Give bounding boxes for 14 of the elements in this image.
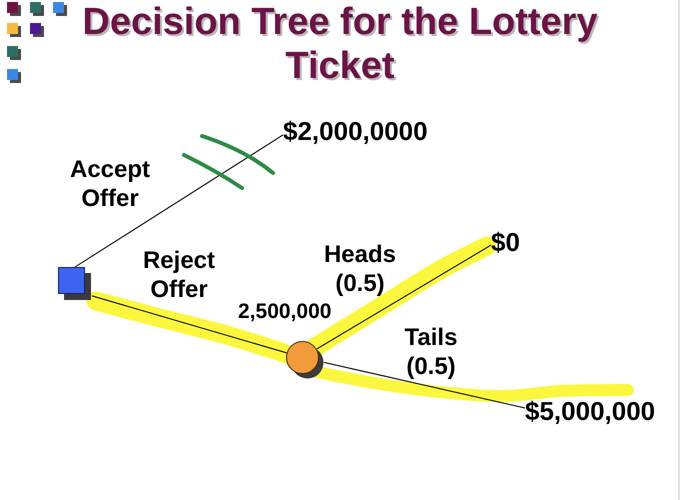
branch-label: Accept Offer <box>70 155 150 213</box>
branch-line <box>316 244 492 350</box>
payoff-value: $5,000,000 <box>525 397 656 426</box>
expected-value: 2,500,000 <box>238 300 332 324</box>
branch-label: Reject Offer <box>142 246 216 304</box>
branch-line <box>92 295 288 354</box>
decision-node <box>58 267 92 301</box>
slide-title: Decision Tree for the Lottery Ticket <box>81 0 599 88</box>
payoff-value: $0 <box>491 228 520 257</box>
branch-label: Tails (0.5) <box>404 323 458 381</box>
branch-line <box>323 362 526 409</box>
chance-node <box>286 341 324 379</box>
branch-label: Heads (0.5) <box>324 240 396 298</box>
payoff-value: $2,000,0000 <box>283 117 428 146</box>
